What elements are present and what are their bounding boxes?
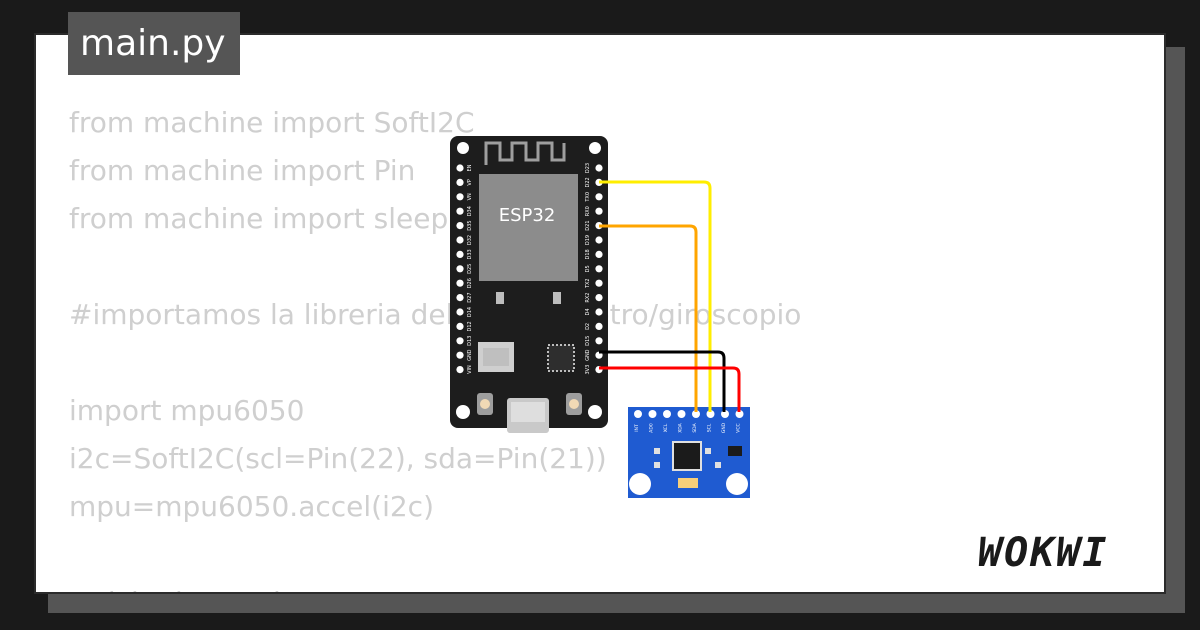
pin-hole[interactable] [595,308,603,316]
wires [599,180,741,412]
pin-hole[interactable] [456,193,464,201]
pin-hole[interactable] [648,410,657,418]
code-line: from machine import SoftI2C [69,106,475,139]
code-line: i2c=SoftI2C(scl=Pin(22), sda=Pin(21)) [69,442,607,475]
pin-label: D35 [467,220,473,230]
pin-hole[interactable] [456,178,464,186]
code-line: mpu=mpu6050.accel(i2c) [69,490,434,523]
code-line: from machine import sleep [69,202,449,235]
pin-label: D23 [585,163,591,173]
pin-label: VIN [467,365,473,374]
pin-hole[interactable] [456,236,464,244]
pin-hole[interactable] [456,279,464,287]
wire-scl[interactable] [599,180,712,412]
pin-label: D19 [585,235,591,245]
pin-hole[interactable] [456,366,464,374]
pin-hole[interactable] [456,294,464,302]
pin-hole[interactable] [456,337,464,345]
svg-text:WOKWI: WOKWI [978,530,1108,576]
code-preview: from machine import SoftI2C from machine … [69,99,801,592]
pin-label: D32 [467,235,473,245]
pin-hole[interactable] [595,322,603,330]
code-line: from machine import Pin [69,154,416,187]
pin-label: D33 [467,249,473,259]
pin-label: D21 [585,220,591,230]
code-line: import mpu6050 [69,394,305,427]
pin-label: SDA [692,422,698,432]
pin-label: RX0 [585,206,591,216]
pin-hole[interactable] [595,193,603,201]
pin-label: TX0 [585,192,591,203]
pin-label: VN [467,193,473,200]
wire-vcc[interactable] [599,366,741,412]
pin-hole[interactable] [456,322,464,330]
pin-label: VCC [736,423,742,432]
code-line: #cicle de pruebas [69,579,801,592]
pin-hole[interactable] [595,265,603,273]
mpu6050-board[interactable]: INT AD0 XCL XDA SDA SCL GND VCC [628,407,750,498]
pin-label: D2 [585,323,591,330]
pin-label: RX2 [585,293,591,303]
esp32-board[interactable]: ESP32 ENVPVND34D35D32D33D25D26D27D14D12D… [450,136,608,433]
pin-label: D5 [585,265,591,272]
pin-hole[interactable] [692,410,700,418]
pin-hole[interactable] [456,164,464,172]
pin-hole[interactable] [595,250,603,258]
pin-label: D14 [467,307,473,317]
file-tab: main.py [68,12,240,75]
pin-label: D4 [585,308,591,315]
pin-label: D26 [467,278,473,288]
pin-label: GND [721,422,727,433]
pin-label: SCL [707,423,713,432]
pin-hole[interactable] [663,410,671,418]
pin-label: D13 [467,336,473,346]
pin-label: XCL [663,423,669,432]
pin-hole[interactable] [595,207,603,215]
pin-label: AD0 [649,423,655,433]
pin-label: 3V3 [585,365,591,375]
pin-hole[interactable] [456,222,464,230]
pin-hole[interactable] [595,337,603,345]
pin-label: EN [467,164,473,171]
wire-sda[interactable] [599,224,698,412]
pin-hole[interactable] [456,265,464,273]
pin-label: D15 [585,336,591,346]
pin-hole[interactable] [595,236,603,244]
pin-label: D27 [467,292,473,302]
pin-hole[interactable] [595,164,603,172]
pin-label: INT [634,424,640,432]
pin-hole[interactable] [456,351,464,359]
pin-label: D12 [467,321,473,331]
pin-hole[interactable] [634,410,642,418]
pin-hole[interactable] [456,250,464,258]
pin-hole[interactable] [595,294,603,302]
pin-hole[interactable] [456,308,464,316]
pin-label: GND [467,349,473,361]
esp32-chip-label: ESP32 [499,205,556,226]
pin-label: GND [585,349,591,361]
pin-label: D22 [585,177,591,187]
pin-hole[interactable] [456,207,464,215]
wire-gnd[interactable] [599,350,726,412]
pin-label: XDA [678,422,684,432]
pin-label: TX2 [585,278,591,289]
pin-hole[interactable] [595,279,603,287]
pin-label: D25 [467,264,473,274]
pin-hole[interactable] [677,410,686,418]
pin-label: D18 [585,249,591,259]
wokwi-logo: WOKWI [978,530,1108,576]
pin-label: VP [467,179,473,185]
pin-label: D34 [467,206,473,216]
